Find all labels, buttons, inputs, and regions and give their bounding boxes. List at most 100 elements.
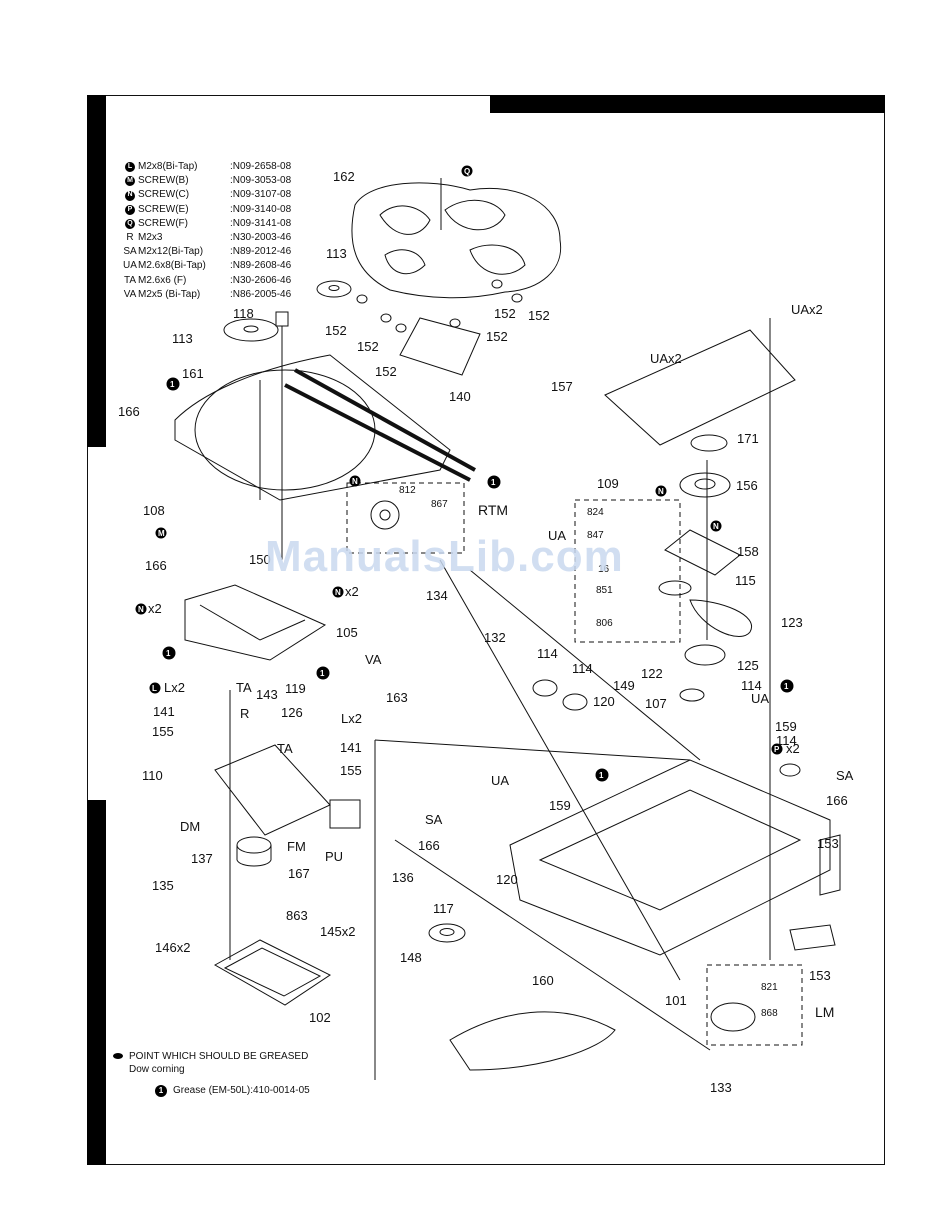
part-105-frame [184, 584, 327, 661]
svg-text:TA: TA [236, 680, 252, 695]
legend-part-number: :N30-2606-46 [230, 274, 292, 286]
part-157-plate [604, 329, 796, 446]
svg-text:P: P [774, 745, 780, 754]
legend-desc: M2.6x6 (F) [138, 274, 187, 286]
grease-oval-icon [113, 1053, 123, 1060]
legend-symbol: R [126, 232, 134, 244]
part-161-tray [174, 354, 451, 501]
svg-text:114: 114 [776, 733, 797, 748]
part-101-chassis [509, 759, 831, 956]
svg-text:107: 107 [645, 696, 667, 711]
svg-text:137: 137 [191, 851, 213, 866]
legend-desc: M2x8(Bi-Tap) [138, 161, 198, 172]
svg-text:155: 155 [152, 724, 174, 739]
svg-text:FM: FM [287, 839, 306, 854]
part-102-base [213, 939, 331, 1006]
legend-symbol: SA [123, 246, 137, 258]
svg-text:16: 16 [598, 564, 610, 575]
sidebar-black-lower [87, 800, 106, 1165]
legend-desc: M2x12(Bi-Tap) [138, 246, 204, 258]
legend-desc: SCREW(F) [138, 217, 188, 229]
part-162-clamp [351, 182, 562, 299]
svg-text:152: 152 [528, 308, 550, 323]
legend-symbol-icon: Q [125, 218, 135, 229]
svg-text:141: 141 [153, 704, 175, 719]
svg-text:115: 115 [735, 573, 756, 588]
svg-text:122: 122 [641, 666, 663, 681]
legend-part-number: :N09-3140-08 [230, 203, 292, 215]
legend-symbol-icon: N [125, 190, 135, 201]
svg-text:1: 1 [170, 380, 175, 389]
callout-118: 118 [233, 306, 254, 321]
svg-text:867: 867 [431, 499, 448, 510]
svg-text:DM: DM [180, 819, 200, 834]
svg-text:SA: SA [425, 812, 443, 827]
svg-text:806: 806 [596, 618, 613, 629]
legend-symbol-icon: P [125, 204, 135, 215]
svg-text:152: 152 [494, 306, 516, 321]
svg-text:108: 108 [143, 503, 165, 518]
svg-text:N: N [713, 522, 719, 531]
callout-113b: 113 [172, 331, 193, 346]
header-bar [490, 95, 885, 113]
svg-text:156: 156 [736, 478, 758, 493]
svg-text:149: 149 [613, 678, 635, 693]
svg-text:166: 166 [418, 838, 440, 853]
svg-text:824: 824 [587, 507, 604, 518]
svg-text:Lx2: Lx2 [164, 680, 185, 695]
svg-text:N: N [138, 605, 144, 614]
legend-part-number: :N86-2005-46 [230, 288, 292, 300]
svg-text:UA: UA [751, 691, 769, 706]
callout-162: 162 [333, 169, 355, 184]
part-140-sheet [399, 317, 481, 376]
svg-text:VA: VA [365, 652, 382, 667]
svg-text:120: 120 [496, 872, 518, 887]
svg-text:163: 163 [386, 690, 408, 705]
watermark: ManualsLib.com [265, 532, 624, 581]
svg-text:812: 812 [399, 485, 416, 496]
legend-symbol: TA [123, 274, 137, 286]
grease-note: POINT WHICH SHOULD BE GREASED Dow cornin… [113, 1050, 310, 1097]
svg-text:120: 120 [593, 694, 615, 709]
svg-text:159: 159 [775, 719, 797, 734]
legend-desc: M2x5 (Bi-Tap) [138, 288, 201, 300]
svg-text:TA: TA [277, 741, 293, 756]
svg-text:155: 155 [340, 763, 362, 778]
svg-text:125: 125 [737, 658, 759, 673]
svg-text:157: 157 [551, 379, 573, 394]
svg-text:150: 150 [249, 552, 271, 567]
svg-text:868: 868 [761, 1008, 778, 1019]
svg-text:160: 160 [532, 973, 554, 988]
legend-part-number: :N09-3141-08 [230, 217, 292, 229]
svg-text:135: 135 [152, 878, 174, 893]
svg-text:N: N [658, 487, 664, 496]
svg-text:Q: Q [464, 167, 470, 176]
legend-desc: M2x3 [138, 232, 163, 244]
part-113-disk-lower [223, 318, 279, 342]
svg-text:132: 132 [484, 630, 506, 645]
svg-text:x2: x2 [345, 584, 359, 599]
svg-text:141: 141 [340, 740, 362, 755]
svg-text:171: 171 [737, 431, 759, 446]
svg-text:136: 136 [392, 870, 414, 885]
legend-part-number: :N09-3107-08 [230, 189, 292, 201]
svg-text:PU: PU [325, 849, 343, 864]
svg-text:Lx2: Lx2 [341, 711, 362, 726]
svg-text:166: 166 [826, 793, 848, 808]
svg-text:863: 863 [286, 908, 308, 923]
callout-113a: 113 [326, 246, 347, 261]
svg-text:1: 1 [166, 649, 171, 658]
svg-text:153: 153 [817, 836, 839, 851]
legend-symbol-icon: M [125, 176, 135, 187]
legend-symbol: UA [123, 260, 137, 272]
part-123-belt [689, 599, 753, 637]
legend-part-number: :N09-3053-08 [230, 175, 292, 187]
svg-text:161: 161 [182, 366, 204, 381]
